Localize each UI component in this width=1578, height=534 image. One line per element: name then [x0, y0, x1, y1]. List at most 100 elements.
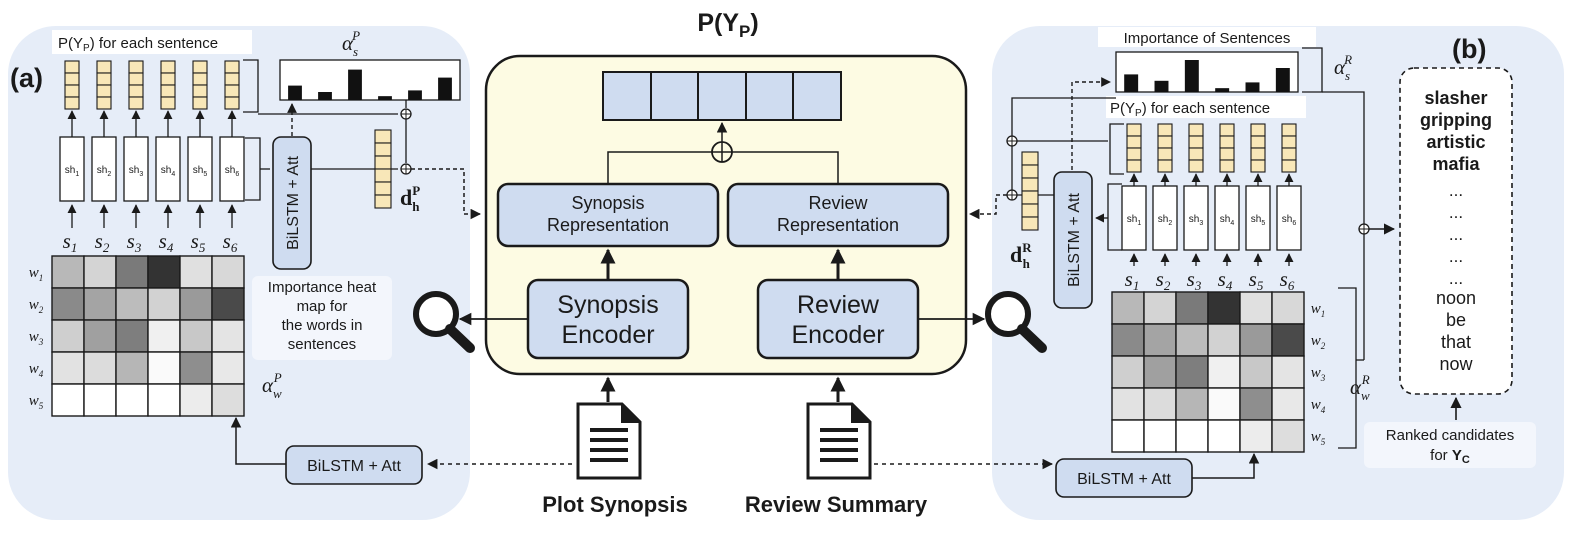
panel-b-bilstm-att-box	[1053, 171, 1093, 309]
hidden-state-label: sh4	[1220, 214, 1235, 227]
heatmap-cell	[51, 255, 85, 289]
panel-b-alpha-s: αsR	[1334, 52, 1352, 83]
heatmap-cell	[83, 351, 117, 385]
hidden-state-box	[59, 136, 85, 202]
probability-cell	[1126, 135, 1142, 149]
panel-b-importance-label: Importance of Sentences	[1124, 30, 1291, 47]
heatmap-cell	[147, 287, 181, 321]
probability-cell	[128, 96, 144, 110]
probability-cell	[1157, 123, 1173, 137]
panel-b-attention-chart	[1115, 51, 1299, 93]
panel-a-cells-bracket	[243, 59, 259, 113]
sentence-label: s6	[223, 229, 238, 255]
heatmap-cell	[1143, 387, 1177, 421]
sentence-label: s2	[1156, 267, 1171, 293]
hidden-state-box	[1152, 185, 1178, 251]
probability-vector	[160, 60, 176, 110]
probability-cell	[192, 96, 208, 110]
heatmap-cell	[115, 319, 149, 353]
heatmap-cell	[83, 287, 117, 321]
panel-a-sum-operator-bottom	[400, 163, 412, 175]
panel-b-dh-vector	[1021, 151, 1039, 231]
hidden-state-label: sh5	[1251, 214, 1266, 227]
sentence-label: s4	[1218, 267, 1233, 293]
heatmap-cell	[1175, 419, 1209, 453]
dh-cell	[1021, 177, 1039, 192]
probability-cell	[64, 72, 80, 86]
attention-bar	[1124, 74, 1139, 92]
attention-bar	[288, 85, 302, 100]
review-summary-document-icon	[806, 402, 872, 480]
probability-cell	[1219, 147, 1235, 161]
probability-vector	[128, 60, 144, 110]
heatmap-cell	[1175, 323, 1209, 357]
probability-cell	[1188, 135, 1204, 149]
hidden-state-box	[1245, 185, 1271, 251]
probability-vector	[1281, 123, 1297, 173]
candidate-word: noon	[1436, 288, 1476, 308]
panel-b-sum-operator-right	[1358, 223, 1370, 235]
magnifier-icon-left	[413, 291, 475, 353]
panel-a-sum-operator-top	[400, 108, 412, 120]
probability-cell	[224, 72, 240, 86]
review-representation-box	[726, 182, 950, 248]
word-label: w3	[1311, 365, 1326, 383]
hidden-state-label: sh4	[161, 165, 176, 178]
plot-synopsis-document-icon	[576, 402, 642, 480]
hidden-state-box	[219, 136, 245, 202]
panel-a-heatmap-caption-bg	[252, 276, 392, 360]
heatmap-cell	[51, 319, 85, 353]
heatmap-cell	[1207, 387, 1241, 421]
candidate-word: be	[1446, 310, 1466, 330]
probability-cell	[1219, 135, 1235, 149]
dh-cell	[374, 142, 392, 157]
probability-cell	[1219, 159, 1235, 173]
candidate-ellipsis: ...	[1449, 247, 1463, 266]
probability-vector	[1250, 123, 1266, 173]
hidden-state-box	[187, 136, 213, 202]
panel-b-bilstm-att-label: BiLSTM + Att	[1066, 193, 1083, 287]
probability-cell	[128, 60, 144, 74]
probability-cell	[1250, 123, 1266, 137]
heatmap-cell	[83, 383, 117, 417]
panel-b-cells-bracket	[1109, 123, 1124, 175]
heatmap-cell	[1111, 387, 1145, 421]
heatmap-cell	[115, 255, 149, 289]
heatmap-cell	[83, 319, 117, 353]
word-label: w4	[1311, 397, 1326, 415]
panel-a-alpha-w: αwP	[262, 370, 282, 401]
heatmap-cell	[1143, 323, 1177, 357]
panel-b-tag: (b)	[1452, 34, 1486, 64]
panel-a-attention-chart	[279, 59, 461, 101]
hidden-state-label: sh2	[1158, 214, 1173, 227]
dh-cell	[1021, 151, 1039, 166]
word-label: w4	[29, 361, 44, 379]
attention-bar	[1245, 82, 1260, 92]
heatmap-cell	[179, 383, 213, 417]
heatmap-cell	[1175, 355, 1209, 389]
heatmap-cell	[1239, 323, 1273, 357]
panel-b-pyp-label-bg	[1106, 96, 1306, 118]
probability-cell	[1126, 159, 1142, 173]
sentence-label: s1	[1125, 267, 1140, 293]
probability-vector	[1219, 123, 1235, 173]
probability-cell	[1188, 123, 1204, 137]
probability-cell	[1157, 147, 1173, 161]
concat-operator	[711, 141, 733, 163]
probability-cell	[1281, 159, 1297, 173]
heatmap-cell	[211, 351, 245, 385]
probability-cell	[64, 84, 80, 98]
hidden-state-box	[155, 136, 181, 202]
dh-cell	[374, 168, 392, 183]
heatmap-cell	[1111, 355, 1145, 389]
hidden-state-label: sh3	[129, 165, 144, 178]
review-summary-label: Review Summary	[745, 492, 928, 517]
panel-a-bottom-bilstm-box	[285, 445, 423, 485]
probability-cell	[1281, 123, 1297, 137]
hidden-state-label: sh1	[65, 165, 80, 178]
panel-a-bilstm-att-box	[272, 136, 312, 270]
